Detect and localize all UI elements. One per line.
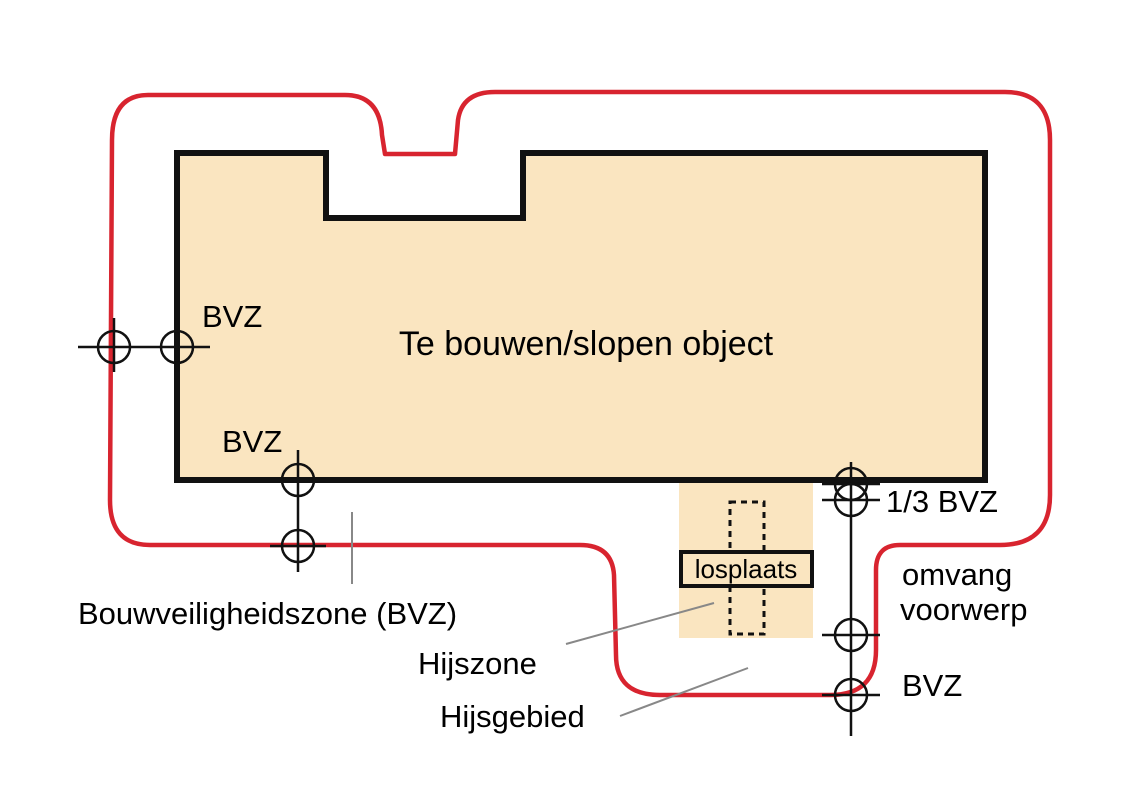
pointer-lines	[351, 512, 749, 717]
bvz-left-label: BVZ	[202, 299, 262, 334]
crosshair-marker-right-third	[822, 482, 880, 518]
crosshair-marker-left-inner	[159, 318, 195, 372]
object-label: Te bouwen/slopen object	[399, 325, 774, 363]
bvz-bottom-right-label: BVZ	[902, 668, 962, 703]
losplaats-box	[679, 550, 814, 588]
crosshair-marker-bottom-left-lower	[270, 528, 326, 564]
crosshair-marker-bottom-left-upper	[270, 450, 326, 572]
bouwveiligheidszone-label: Bouwveiligheidszone (BVZ)	[78, 596, 457, 631]
bvz-lower-label: BVZ	[222, 424, 282, 459]
omvang-voorwerp-line1: omvang	[902, 557, 1012, 592]
hijszone-label: Hijszone	[418, 646, 537, 681]
building-object	[174, 150, 988, 483]
pointer-hijszone	[565, 602, 715, 645]
omvang-voorwerp-line2: voorwerp	[900, 592, 1028, 627]
losplaats-label: losplaats	[695, 554, 798, 584]
hijsgebied-label: Hijsgebied	[440, 699, 585, 734]
safety-zone-boundary	[107, 89, 1053, 698]
crosshair-marker-left-outer	[78, 318, 210, 372]
bvz-third-label: 1/3 BVZ	[886, 484, 998, 519]
crosshair-marker-right-bottom	[822, 677, 880, 713]
crosshair-marker-right-middle	[822, 617, 880, 653]
pointer-hijsgebied	[619, 667, 749, 717]
